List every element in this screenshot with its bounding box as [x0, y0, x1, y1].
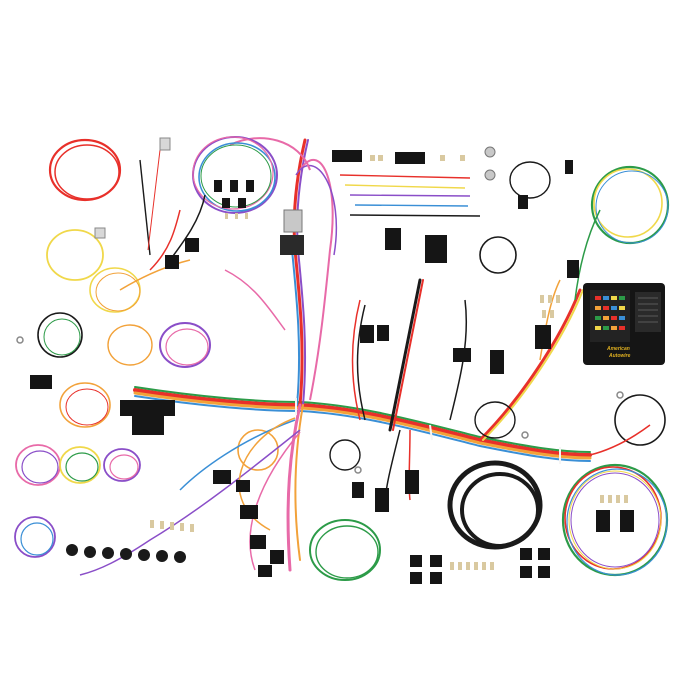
orange-coil-center: [237, 429, 279, 471]
black-coil-right: [509, 161, 666, 446]
cable-ties: [295, 398, 561, 464]
fuse-box: American Autowire: [583, 283, 665, 365]
large-coil-bottom-right: [561, 463, 669, 577]
upper-center-loom: [229, 137, 338, 401]
black-coil-center: [329, 236, 517, 471]
loose-wire-pieces: [139, 149, 481, 256]
multicolor-coil-top: [192, 136, 278, 214]
fuse-row: [595, 296, 625, 330]
bottom-left-coils: [14, 444, 141, 558]
red-coil: [48, 138, 122, 202]
relay-connector: [425, 235, 447, 263]
black-loom-coil: [447, 460, 543, 550]
switch-connector: [385, 228, 401, 250]
fuse-box-label-panel: [635, 292, 661, 332]
ring-terminals: [16, 336, 624, 474]
wire-coils: [14, 136, 670, 581]
bulb-sockets-row: [66, 544, 186, 563]
green-coil-bottom: [309, 519, 381, 581]
headlight-switch: [94, 137, 496, 239]
black-coil-left: [37, 312, 83, 358]
fuse-box-brand-line2: Autowire: [608, 353, 631, 359]
purple-coil: [159, 322, 211, 368]
orange-coils-left: [59, 324, 153, 428]
yellow-coil-left: [46, 229, 141, 313]
green-yellow-coil: [590, 165, 670, 245]
large-bulkhead-connector: [120, 400, 175, 416]
connectors: [30, 150, 634, 584]
fuse-box-brand-line1: American: [606, 346, 630, 352]
terminals: [150, 155, 628, 570]
